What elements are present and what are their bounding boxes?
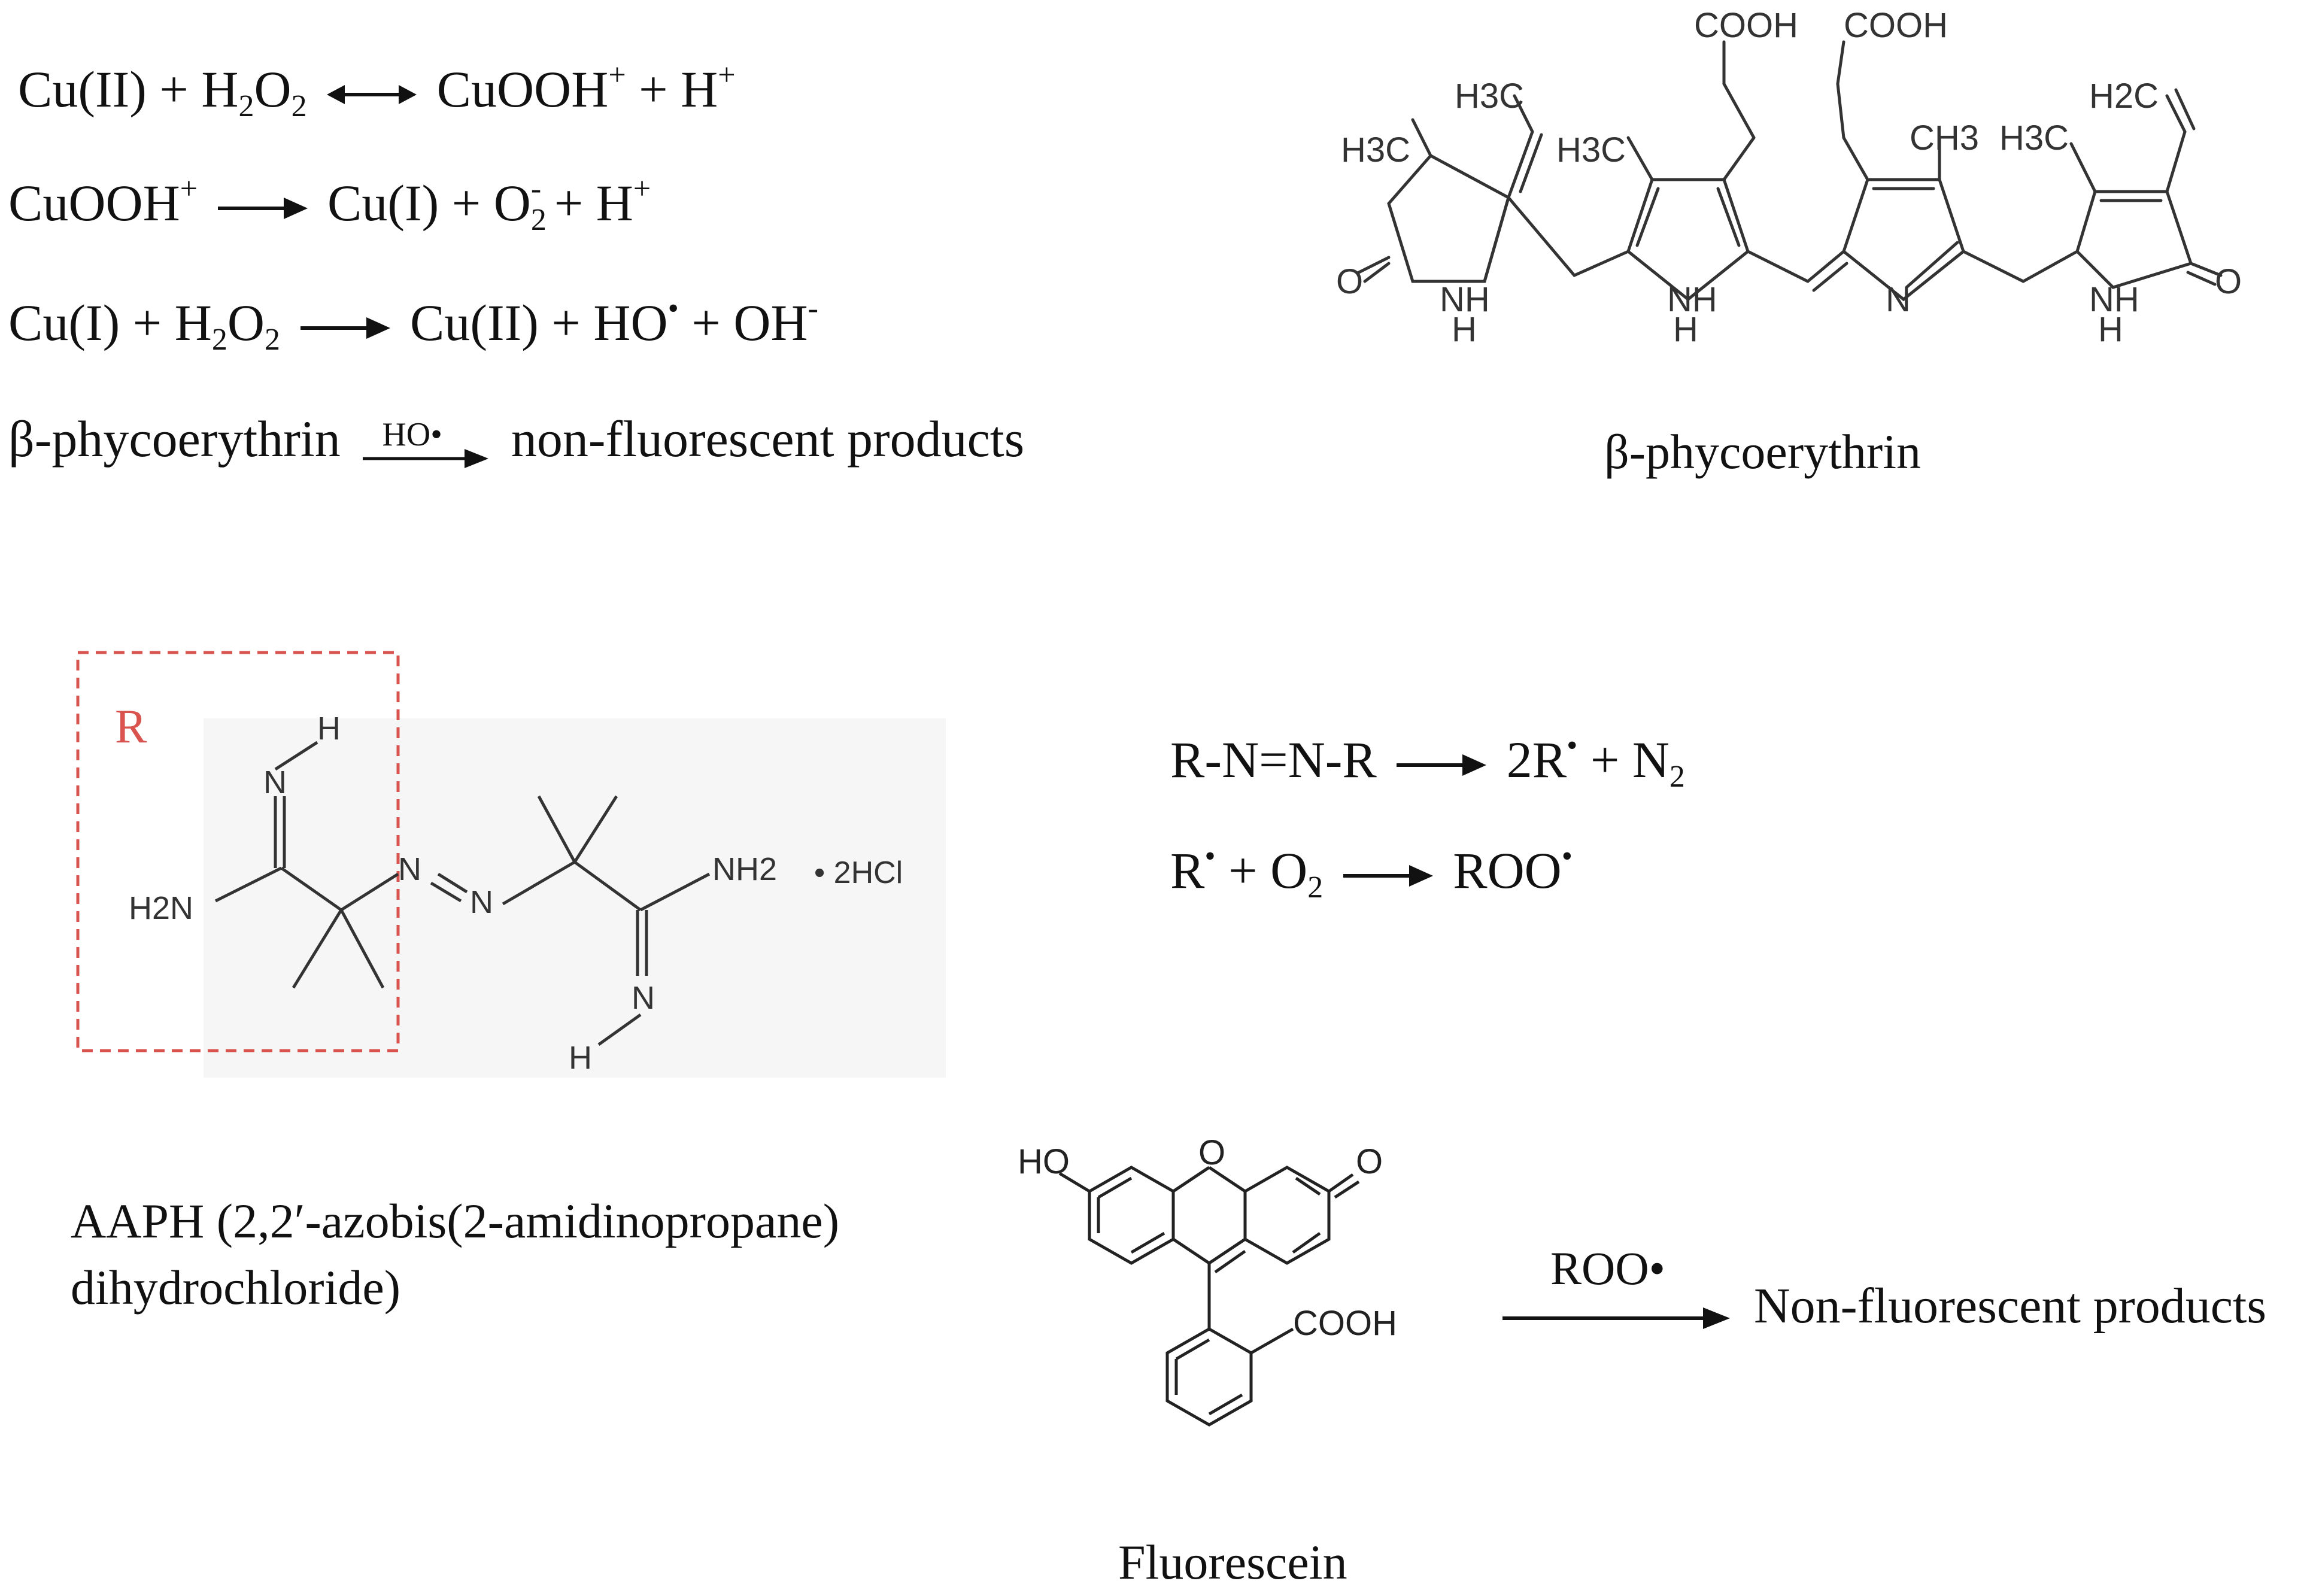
arrow-right-icon [1397, 754, 1487, 776]
aaph-atom-n3: N [470, 884, 493, 920]
nh-ring-b: NH [1667, 280, 1717, 319]
h3c-label-1: H3C [1455, 77, 1524, 116]
fluorescein-reagent: ROO• [1550, 1242, 1665, 1294]
fluorescein-structure: HO O O COOH [1018, 1137, 1397, 1427]
h-ring-a: H [1452, 310, 1477, 349]
carbonyl-o-right: O [2215, 262, 2242, 301]
h3c-label-2: H3C [1341, 131, 1410, 169]
copper-equation-3: Cu(I) + H2O2 Cu(II) + HO• + OH- [8, 292, 818, 357]
fluorescein-oxidation: ROO• Non-fluorescent products [1502, 1245, 2313, 1341]
aaph-structure: R N H H2N N N NH2 N H • 2HCl [76, 651, 946, 1078]
radical-equation-2: R• + O2 ROO• [1170, 839, 1573, 905]
phycoerythrin-caption: β-phycoerythrin [1604, 424, 1921, 479]
h-ring-b: H [1673, 310, 1698, 349]
aaph-atom-n4: N [632, 980, 655, 1016]
arrow-right-icon [217, 198, 308, 220]
aaph-name-line2: dihydrochloride) [71, 1260, 401, 1315]
radical-equation-1: R-N=N-R 2R• + N2 [1170, 729, 1685, 794]
phycoerythrin-oxidation-equation: β-phycoerythrin HO• non-fluorescent prod… [8, 413, 1024, 469]
fluorescein-keto-o: O [1356, 1142, 1383, 1181]
nh-ring-a: NH [1440, 280, 1490, 319]
aaph-atom-n2: N [398, 851, 421, 887]
fluorescein-cooh: COOH [1293, 1304, 1397, 1343]
radical-r-label: R [115, 700, 147, 753]
double-arrow-icon [327, 85, 417, 105]
nh-ring-d: NH [2089, 280, 2139, 319]
aaph-atom-h1: H [317, 711, 341, 747]
cooh-label-2: COOH [1844, 6, 1948, 45]
h3c-label-4: H3C [1999, 119, 2069, 157]
cooh-label-1: COOH [1694, 6, 1798, 45]
aaph-atom-h4: H [569, 1040, 592, 1076]
arrow-right-icon [1502, 1307, 1730, 1329]
fluorescein-ring-o: O [1198, 1137, 1225, 1172]
h3c-label-3: H3C [1556, 131, 1626, 169]
arrow-right-icon [363, 449, 489, 469]
fluorescein-caption: Fluorescein [1118, 1535, 1347, 1589]
ch3-label: CH3 [1910, 119, 1979, 157]
reaction-reagent: HO• [382, 416, 442, 454]
arrow-right-icon [1343, 865, 1433, 887]
aaph-atom-nh2: NH2 [712, 851, 777, 887]
aaph-name: AAPH (2,2′-azobis(2-amidinopropane) dihy… [71, 1188, 839, 1321]
n-ring-c: N [1886, 280, 1911, 319]
fluorescein-product: Non-fluorescent products [1754, 1278, 2267, 1334]
aaph-name-line1: AAPH (2,2′-azobis(2-amidinopropane) [71, 1194, 840, 1248]
aaph-salt-label: • 2HCl [814, 855, 903, 890]
arrow-right-icon [300, 317, 390, 339]
h-ring-d: H [2098, 310, 2123, 349]
aaph-atom-n1: N [263, 764, 287, 800]
aaph-atom-h2n: H2N [129, 890, 193, 926]
copper-equation-2: CuOOH+ Cu(I) + O2- + H+ [8, 172, 651, 237]
h2c-label: H2C [2089, 77, 2159, 116]
fluorescein-ho: HO [1018, 1142, 1070, 1181]
copper-equation-1: Cu(II) + H2O2 CuOOH+ + H+ [18, 58, 736, 123]
carbonyl-o-left: O [1336, 262, 1363, 301]
